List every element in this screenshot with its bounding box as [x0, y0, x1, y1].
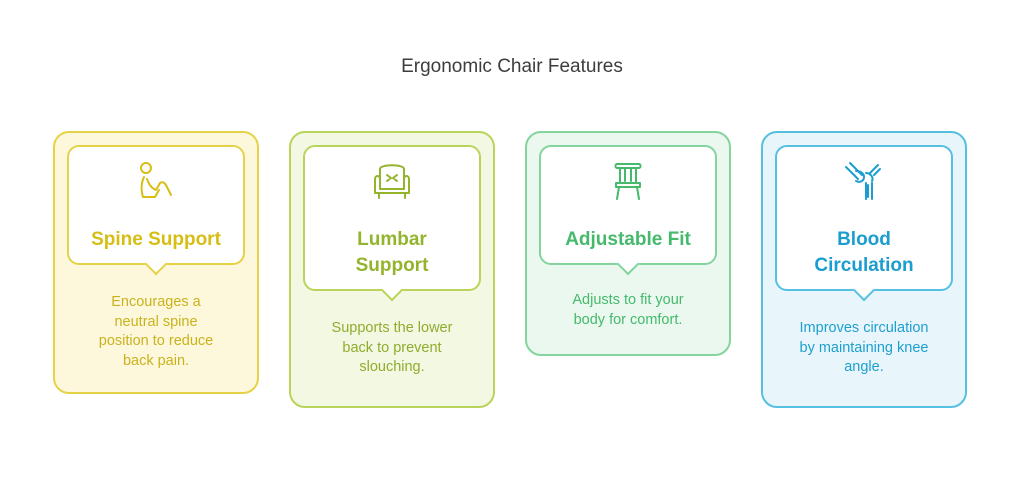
feature-header: Lumbar Support [303, 145, 481, 302]
feature-header: Adjustable Fit [539, 145, 717, 276]
header-pointer [380, 278, 404, 302]
feature-header: Spine Support [67, 145, 245, 276]
feature-description: Encourages a neutral spine position to r… [98, 294, 214, 369]
reclining-person-icon [134, 159, 178, 203]
feature-card-adjustable-fit: Adjustable Fit Adjusts to fit your body … [525, 131, 731, 356]
header-pointer [852, 278, 876, 302]
header-pointer [144, 252, 168, 276]
feature-title: Lumbar Support [355, 229, 429, 276]
feature-card-spine-support: Spine Support Encourages a neutral spine… [53, 131, 259, 394]
feature-description: Improves circulation by maintaining knee… [799, 320, 929, 375]
header-pointer [616, 252, 640, 276]
feature-title: Spine Support [91, 229, 221, 250]
feature-description: Supports the lower back to prevent slouc… [331, 320, 453, 375]
chair-icon [606, 159, 650, 203]
diagram-title: Ergonomic Chair Features [401, 56, 623, 77]
feature-header: Blood Circulation [775, 145, 953, 302]
feature-title: Adjustable Fit [565, 229, 691, 250]
feature-title: Blood Circulation [814, 229, 914, 276]
knee-joint-icon [842, 159, 886, 203]
feature-card-blood-circulation: Blood Circulation Improves circulation b… [761, 131, 967, 408]
feature-description: Adjusts to fit your body for comfort. [572, 292, 684, 328]
feature-card-lumbar-support: Lumbar Support Supports the lower back t… [289, 131, 495, 408]
armchair-icon [370, 159, 414, 203]
